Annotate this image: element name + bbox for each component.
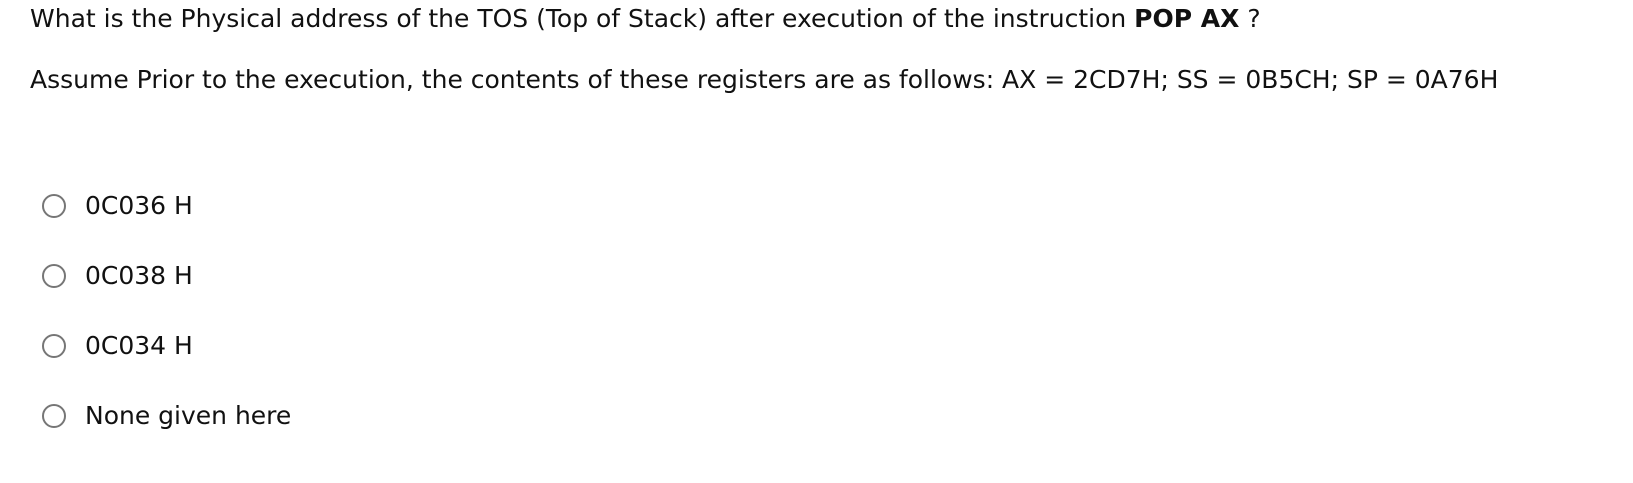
radio-button-icon[interactable] bbox=[42, 194, 66, 218]
question-line-2: Assume Prior to the execution, the conte… bbox=[30, 65, 1499, 94]
option-label: 0C034 H bbox=[85, 331, 193, 360]
question-prefix: What is the Physical address of the TOS … bbox=[30, 4, 1135, 33]
question-line-1: What is the Physical address of the TOS … bbox=[30, 1, 1261, 37]
option-3[interactable]: 0C034 H bbox=[42, 328, 193, 364]
radio-button-icon[interactable] bbox=[42, 404, 66, 428]
option-label: 0C036 H bbox=[85, 191, 193, 220]
option-label: 0C038 H bbox=[85, 261, 193, 290]
option-2[interactable]: 0C038 H bbox=[42, 258, 193, 294]
option-4[interactable]: None given here bbox=[42, 398, 291, 434]
question-suffix: ? bbox=[1239, 4, 1261, 33]
radio-button-icon[interactable] bbox=[42, 334, 66, 358]
question-instruction: POP AX bbox=[1134, 4, 1240, 33]
option-label: None given here bbox=[85, 401, 292, 430]
option-1[interactable]: 0C036 H bbox=[42, 188, 193, 224]
radio-button-icon[interactable] bbox=[42, 264, 66, 288]
